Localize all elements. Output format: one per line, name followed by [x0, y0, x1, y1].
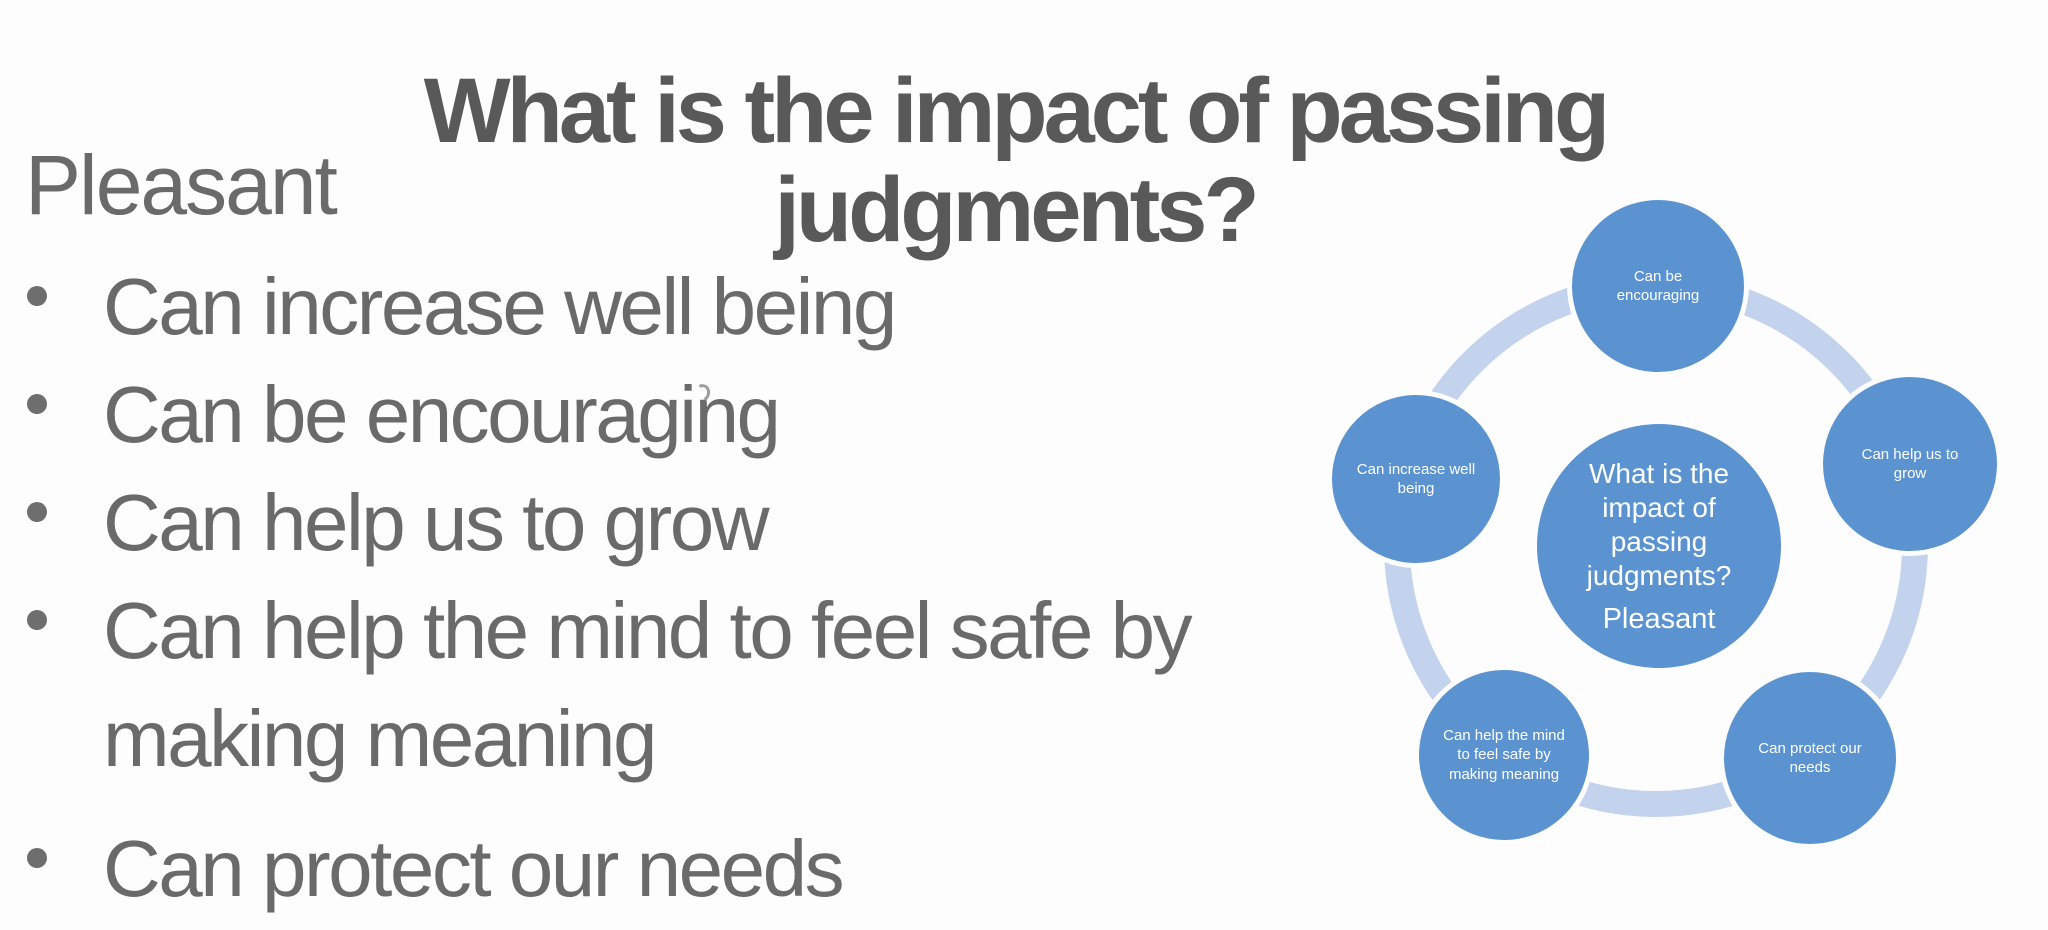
- bullet-item: Can increase well being: [25, 253, 1315, 361]
- bullet-item: Can help us to grow: [25, 469, 1315, 577]
- diagram-node-label: Can increase well being: [1356, 460, 1476, 497]
- slide-title: What is the impact of passing judgments?: [423, 59, 1610, 261]
- bullet-text: Can be encouraging: [103, 370, 781, 459]
- diagram-center-label: Pleasant: [1602, 602, 1716, 635]
- bullet-dot: [27, 286, 47, 306]
- diagram-node-label: Can help us to grow: [1861, 445, 1959, 482]
- bullet-item: Can be encouraging: [25, 361, 1315, 469]
- diagram-node-encouraging: Can be encouraging: [1567, 195, 1749, 377]
- bullet-item: Can help the mind to feel safe by making…: [25, 577, 1315, 793]
- bullet-text: Can help us to grow: [103, 478, 770, 567]
- diagram-node-protect-needs: Can protect our needs: [1719, 667, 1901, 849]
- bullet-dot: [27, 610, 47, 630]
- diagram-node-grow: Can help us to grow: [1818, 372, 2002, 556]
- diagram-node-feel-safe: Can help the mind to feel safe by making…: [1414, 665, 1594, 845]
- diagram-center-question: What is the impact of passing judgments?: [1586, 457, 1732, 591]
- bullet-text: Can protect our needs: [103, 824, 845, 913]
- diagram-node-label: Can help the mind to feel safe by making…: [1443, 727, 1565, 783]
- bullet-dot: [27, 502, 47, 522]
- diagram-node-well-being: Can increase well being: [1327, 390, 1505, 568]
- bullet-item: Can protect our needs: [25, 815, 1315, 923]
- bullet-dot: [27, 394, 47, 414]
- diagram-center-node: What is the impact of passing judgments?…: [1537, 424, 1781, 668]
- pleasant-heading: Pleasant: [25, 138, 338, 232]
- bullet-list: Can increase well being Can be encouragi…: [25, 253, 1315, 923]
- diagram-node-label: Can be encouraging: [1616, 267, 1700, 304]
- bullet-text: Can increase well being: [103, 262, 897, 351]
- bullet-dot: [27, 848, 47, 868]
- diagram-node-label: Can protect our needs: [1758, 739, 1862, 776]
- bullet-text: Can help the mind to feel safe by making…: [103, 586, 1193, 783]
